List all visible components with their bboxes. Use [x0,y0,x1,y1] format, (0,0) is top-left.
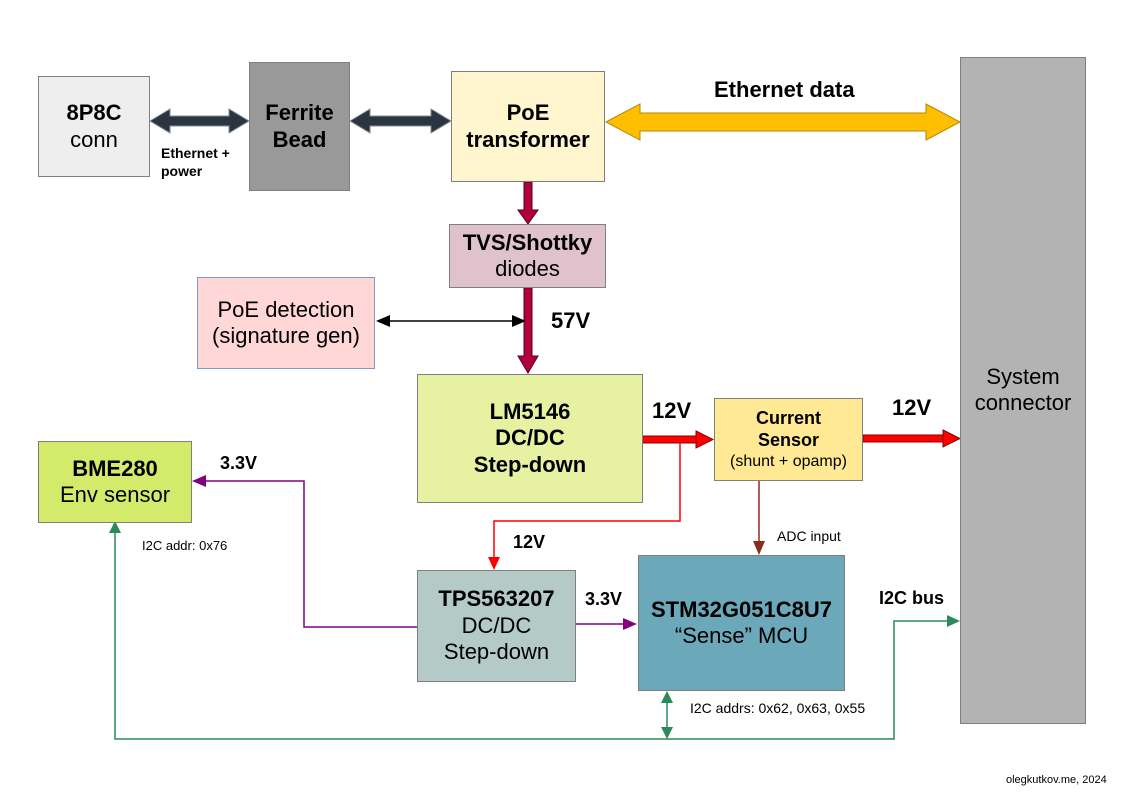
ethernet-data-label: Ethernet data [714,77,855,102]
lm5146-line1: LM5146 [489,398,571,424]
tvs-line2: diodes [495,256,560,281]
tvs-diodes-block: TVS/Shottky diodes [449,224,606,288]
rail-12v-sensor-to-system [862,434,944,443]
stm32-line2: “Sense” MCU [674,623,809,648]
poe-transformer-line2: transformer [466,126,590,152]
poe-detection-line1: PoE detection [217,296,355,322]
system-connector-line2: connector [974,390,1072,416]
poe-transformer-line1: PoE [506,100,550,126]
bme280-block: BME280 Env sensor [38,441,192,523]
tps563207-block: TPS563207 DC/DC Step-down [417,570,576,682]
transformer-tvs-arrow [517,181,539,225]
tvs-lm5146-arrow [517,287,539,374]
conn-title: 8P8C [66,100,122,126]
rj45-connector-block: 8P8C conn [38,76,150,177]
current-sensor-line2: Sensor [757,429,820,450]
voltage-33v-bme-label: 3.3V [220,453,258,473]
i2c-bus-line [114,531,948,740]
i2c-bus-label: I2C bus [879,588,945,608]
tps-line3: Step-down [443,639,550,665]
lm5146-block: LM5146 DC/DC Step-down [417,374,643,503]
current-sensor-block: Current Sensor (shunt + opamp) [714,398,863,481]
voltage-33v-mcu-label: 3.3V [585,589,623,609]
voltage-12v-system-label: 12V [892,395,932,420]
conn-subtitle: conn [70,126,118,152]
lm5146-line2: DC/DC [495,425,565,451]
ethernet-power-label: Ethernet + power [161,144,230,180]
bead-transformer-arrow [349,108,452,134]
system-connector-line1: System [986,364,1060,389]
i2c-addrs-mcu-label: I2C addrs: 0x62, 0x63, 0x55 [690,700,866,716]
credit-label: olegkutkov.me, 2024 [1006,774,1107,786]
poe-detection-line2: (signature gen) [212,323,360,348]
rail-33v-to-bme [204,480,417,628]
ferrite-bead-block: Ferrite Bead [249,62,350,191]
current-sensor-line3: (shunt + opamp) [730,452,847,470]
voltage-57v-label: 57V [551,308,591,333]
ethernet-power-arrow [149,108,250,134]
poe-transformer-block: PoE transformer [451,71,605,182]
adc-input-label: ADC input [777,528,841,544]
poe-detection-block: PoE detection (signature gen) [197,277,375,369]
system-connector-block: System connector [960,57,1086,724]
rail-12v-lm-to-sensor [641,435,697,444]
lm5146-line3: Step-down [473,451,587,477]
stm32-line1: STM32G051C8U7 [651,596,832,622]
ferrite-line2: Bead [272,126,327,152]
i2c-addr-bme-label: I2C addr: 0x76 [142,538,228,553]
bme280-line1: BME280 [72,455,158,481]
bme280-line2: Env sensor [59,482,171,507]
tvs-line1: TVS/Shottky [462,229,593,255]
ethernet-power-label-line1: Ethernet + [161,145,230,161]
voltage-12v-lm-label: 12V [652,398,692,423]
voltage-12v-tps-label: 12V [513,532,546,552]
rail-12v-to-tps [493,440,681,568]
ferrite-line1: Ferrite [265,100,334,126]
stm32-mcu-block: STM32G051C8U7 “Sense” MCU [638,555,845,691]
tps-line1: TPS563207 [438,586,555,612]
ethernet-power-label-line2: power [161,163,203,179]
ethernet-data-arrow [604,103,962,141]
current-sensor-line1: Current [755,408,821,429]
tps-line2: DC/DC [461,612,532,638]
